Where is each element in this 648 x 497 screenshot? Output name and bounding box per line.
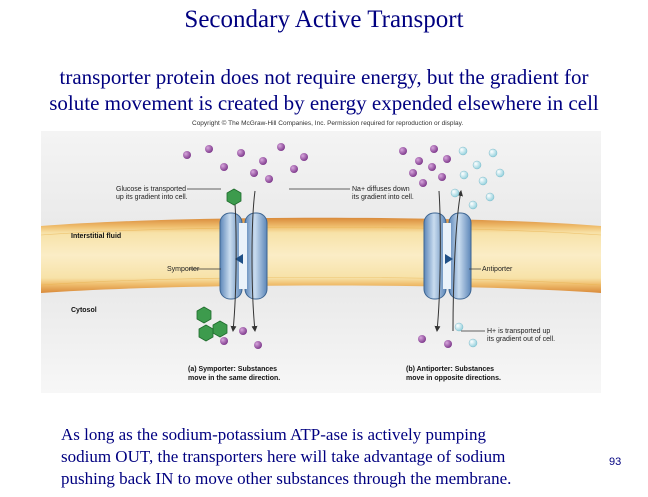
caption-b-line-2: move in opposite directions. bbox=[406, 375, 501, 382]
page-number: 93 bbox=[609, 456, 622, 468]
footer-line-2: sodium OUT, the transporters here will t… bbox=[61, 447, 506, 466]
caption-a-line-2: move in the same direction. bbox=[188, 375, 280, 382]
subtitle-line-1: transporter protein does not require ene… bbox=[59, 65, 589, 89]
slide-subtitle: transporter protein does not require ene… bbox=[0, 64, 648, 116]
leader-lines bbox=[187, 188, 485, 332]
slide-footer-note: As long as the sodium-potassium ATP-ase … bbox=[61, 424, 601, 490]
antiporter-protein bbox=[423, 212, 472, 300]
antiporter-label: Antiporter bbox=[482, 266, 513, 273]
glucose-label-line-2: up its gradient into cell. bbox=[116, 194, 188, 201]
na-label-line-2: its gradient into cell. bbox=[352, 194, 414, 201]
hydrogen-ions bbox=[450, 146, 505, 348]
na-label-line-1: Na+ diffuses down bbox=[352, 186, 410, 193]
cell-membrane bbox=[41, 217, 601, 293]
lipid-tails bbox=[41, 227, 601, 286]
symporter-protein bbox=[219, 212, 268, 300]
figure-copyright: Copyright © The McGraw-Hill Companies, I… bbox=[192, 120, 464, 127]
caption-a-line-1: (a) Symporter: Substances bbox=[188, 366, 277, 373]
subtitle-line-2: solute movement is created by energy exp… bbox=[49, 91, 599, 115]
sodium-ions bbox=[183, 143, 452, 349]
transport-figure: Glucose is transported up its gradient i… bbox=[41, 131, 601, 393]
glucose-label-line-1: Glucose is transported bbox=[116, 186, 186, 193]
caption-b-line-1: (b) Antiporter: Substances bbox=[406, 366, 494, 373]
interstitial-fluid-label: Interstitial fluid bbox=[71, 233, 121, 240]
footer-line-3: pushing back IN to move other substances… bbox=[61, 469, 512, 488]
h-label-line-2: its gradient out of cell. bbox=[487, 336, 555, 343]
cytosol-label: Cytosol bbox=[71, 307, 97, 314]
slide-title: Secondary Active Transport bbox=[184, 6, 464, 33]
membrane-illustration: Glucose is transported up its gradient i… bbox=[41, 131, 601, 393]
symporter-label: Symporter bbox=[167, 266, 200, 273]
h-label-line-1: H+ is transported up bbox=[487, 328, 550, 335]
glucose-molecules bbox=[196, 188, 242, 342]
footer-line-1: As long as the sodium-potassium ATP-ase … bbox=[61, 425, 486, 444]
